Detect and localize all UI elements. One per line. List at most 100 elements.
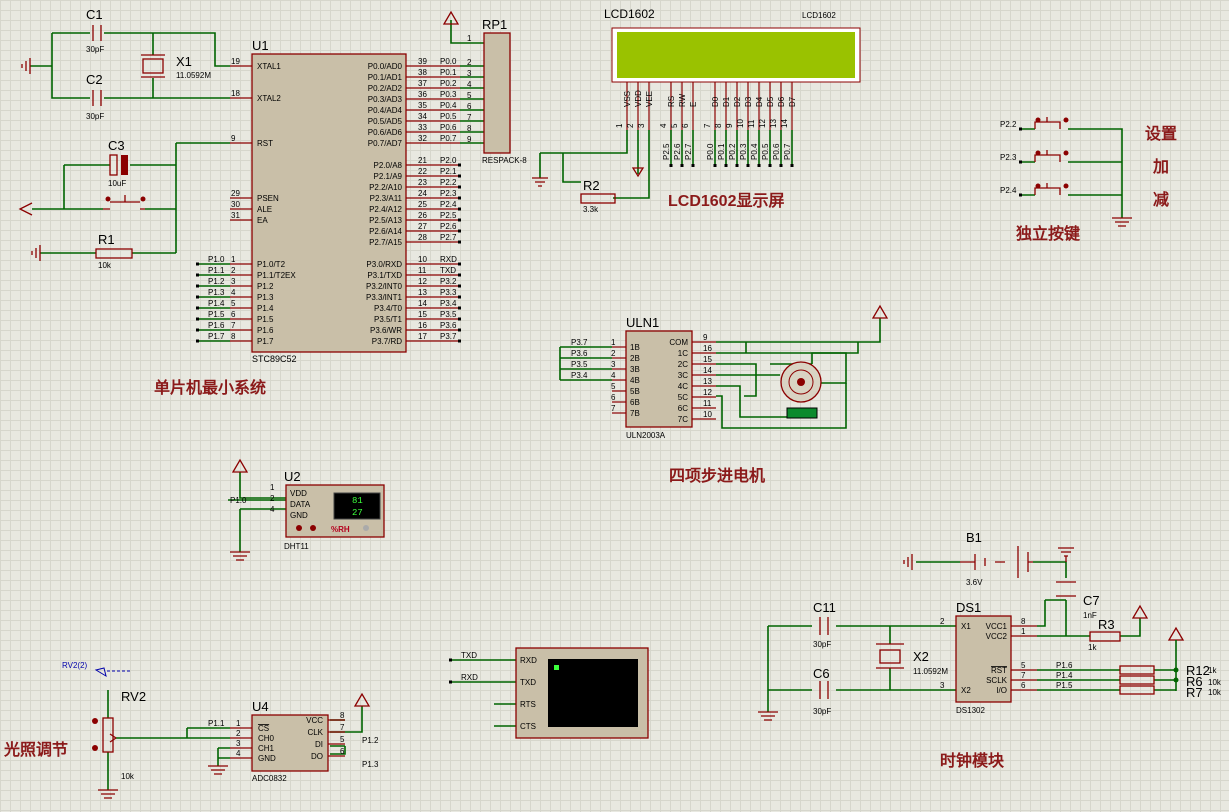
lcd-pin-number: 12 <box>758 119 767 128</box>
u4-pin-name: DO <box>311 752 323 761</box>
stepper-motor[interactable] <box>780 361 822 419</box>
rp-pin-number: 2 <box>467 58 472 67</box>
u4-pin-number: 6 <box>340 747 345 756</box>
resistor-r1[interactable]: R1 10k <box>95 232 133 270</box>
capacitor-c7[interactable]: C7 1nF <box>1056 581 1100 620</box>
resistor-r3[interactable]: R3 1k <box>1088 617 1121 652</box>
ds-pin-number: 1 <box>1021 627 1026 636</box>
adc0832-u4[interactable]: U4 ADC0832 1CSP1.12CH03CH14GND8VCC7CLKP1… <box>208 699 379 783</box>
lcd-pin-name: D1 <box>722 96 731 107</box>
crystal-x2[interactable]: X2 11.0592M <box>876 643 948 676</box>
terminal-pin-name: RXD <box>520 656 537 665</box>
net-terminal <box>458 306 461 310</box>
terminal-net-label: TXD <box>461 651 477 660</box>
net-label: P1.2 <box>208 277 225 286</box>
net-label: P1.6 <box>208 321 225 330</box>
capacitor-c6[interactable]: C6 30pF <box>813 666 831 716</box>
u1-pin-name: P3.1/TXD <box>367 271 402 280</box>
key-dot <box>1063 117 1069 123</box>
capacitor-c2[interactable]: C2 30pF <box>86 72 104 121</box>
potentiometer-rv2[interactable]: RV2 10k <box>92 689 146 781</box>
u1-pin-name: P0.3/AD3 <box>368 95 403 104</box>
net-label: P2.7 <box>440 233 457 242</box>
lcd-pin-name: D5 <box>766 96 775 107</box>
lcd1602[interactable]: LCD1602 LCD1602 VSS1VDD2VEE3RS4RW5E6D07D… <box>604 7 861 167</box>
u1-pin-number: 11 <box>418 266 427 275</box>
u1-pin-number: 27 <box>418 222 427 231</box>
svg-text:C1: C1 <box>86 7 103 22</box>
u4-pin-name: CLK <box>307 728 323 737</box>
key-switch <box>1034 183 1061 195</box>
net-terminal <box>458 295 461 299</box>
u1-pin-number: 14 <box>418 299 427 308</box>
lcd-pin-number: 8 <box>714 123 723 128</box>
net-terminal <box>691 164 695 167</box>
u1-pin-name: P3.2/INT0 <box>366 282 403 291</box>
u1-pin-name: P0.4/AD4 <box>368 106 403 115</box>
u4-pin-number: 4 <box>236 749 241 758</box>
u2-pin-name: DATA <box>290 500 311 509</box>
u1-pin-number: 22 <box>418 167 427 176</box>
uln-pin-name: COM <box>669 338 688 347</box>
svg-text:3.6V: 3.6V <box>966 578 983 587</box>
uln-pin-name: 2B <box>630 354 640 363</box>
uln-net-label: P3.4 <box>571 371 588 380</box>
capacitor-c3[interactable]: C3 10uF <box>108 138 128 188</box>
uln-pin-number: 10 <box>703 410 712 419</box>
svg-text:ULN1: ULN1 <box>626 315 659 330</box>
net-terminal <box>196 273 199 277</box>
capacitor-c11[interactable]: C11 30pF <box>813 600 836 649</box>
terminal-pin-name: RTS <box>520 700 536 709</box>
lcd-net-label: P0.6 <box>772 143 781 160</box>
uln-pin-name: 7C <box>678 415 688 424</box>
svg-text:11.0592M: 11.0592M <box>913 667 948 676</box>
u1-pin-number: 6 <box>231 310 236 319</box>
key-dot <box>1063 183 1069 189</box>
u1-pin-number: 33 <box>418 123 427 132</box>
u1-pin-number: 39 <box>418 57 427 66</box>
rp-pin-number: 4 <box>467 80 472 89</box>
lcd-pin-number: 11 <box>747 119 756 128</box>
svg-text:R7: R7 <box>1186 685 1203 700</box>
u1-pin-number: 4 <box>231 288 236 297</box>
lcd-pin-number: 2 <box>626 123 635 128</box>
crystal-x1[interactable]: X1 11.0592M <box>141 54 211 80</box>
u1-pin-number: 15 <box>418 310 427 319</box>
lcd-pin-number: 10 <box>736 119 745 128</box>
capacitor-c1[interactable]: C1 30pF <box>86 7 104 54</box>
net-label: TXD <box>440 266 456 275</box>
reset-button[interactable] <box>103 195 146 210</box>
resistor-r6[interactable]: R6 10k <box>1119 674 1222 689</box>
label-add: 加 <box>1152 158 1169 176</box>
u1-pin-number: 34 <box>418 112 427 121</box>
net-terminal <box>458 207 461 211</box>
u4-pin-number: 7 <box>340 723 345 732</box>
uln2003-uln1[interactable]: ULN1 ULN2003A 11BP3.722BP3.633BP3.544BP3… <box>571 315 716 440</box>
battery-b1[interactable]: B1 3.6V <box>960 530 1033 587</box>
mcu-u1[interactable]: U1 STC89C52 19XTAL118XTAL29RST29PSEN30AL… <box>196 38 484 364</box>
svg-text:C7: C7 <box>1083 593 1100 608</box>
ds1302-ds1[interactable]: DS1 DS1302 2X13X28VCC11VCC25RST7SCLK6I/O… <box>940 600 1073 715</box>
svg-text:R12: R12 <box>1186 663 1210 678</box>
svg-text:X2: X2 <box>913 649 929 664</box>
u1-pin-number: 35 <box>418 101 427 110</box>
resistor-r2[interactable]: R2 3.3k <box>580 178 616 214</box>
svg-text:LCD1602: LCD1602 <box>604 7 655 21</box>
ds-pin-name: I/O <box>996 686 1007 695</box>
svg-text:LCD1602: LCD1602 <box>802 11 836 20</box>
net-label: P3.5 <box>440 310 457 319</box>
svg-text:1: 1 <box>467 34 472 43</box>
u1-pin-name: P2.3/A11 <box>370 194 403 203</box>
resistor-r7[interactable]: R7 10k <box>1119 685 1222 700</box>
net-terminal <box>458 262 461 266</box>
svg-text:RESPACK-8: RESPACK-8 <box>482 156 527 165</box>
u1-pin-number: 10 <box>418 255 427 264</box>
u1-pin-number: 19 <box>231 57 240 66</box>
net-label: P2.2 <box>440 178 457 187</box>
resistor-r12[interactable]: R12 1k <box>1119 663 1217 678</box>
title-mcu: 单片机最小系统 <box>154 378 266 397</box>
clock-wiring <box>758 547 1185 721</box>
